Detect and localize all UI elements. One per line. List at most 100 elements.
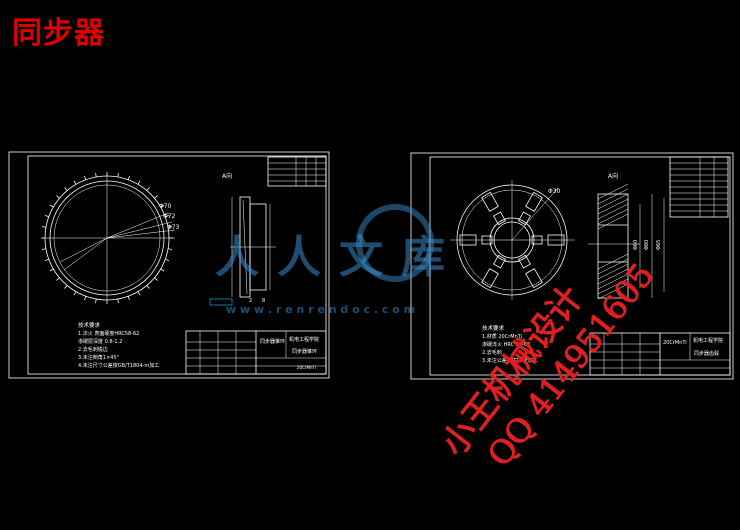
watermark-site: w w w . r e n r e n d o c . c o m: [226, 303, 415, 316]
red-overlay-stamp: 小王机械设计 QQ 414951605: [433, 256, 662, 474]
note-line: 4.未注尺寸公差按GB/T1804-m加工: [78, 362, 159, 369]
hub-slot: [525, 191, 543, 212]
hub-spline: [517, 254, 532, 269]
hub-spline: [492, 211, 507, 226]
gear-tooth: [41, 226, 47, 228]
title-block-material: 20CrMnTi: [663, 340, 687, 346]
gear-tooth: [167, 226, 173, 228]
note-line: 3.未注倒角1×45°: [78, 354, 120, 361]
site-watermark: 人人文库 w w w . r e n r e n d o c . c o m: [215, 204, 463, 316]
note-line: 渗碳淬火 HRC 58-62: [482, 341, 530, 348]
hatch-line: [597, 273, 629, 290]
gear-tooth: [117, 298, 119, 304]
gear-tooth: [44, 215, 49, 218]
hatch-line: [597, 283, 629, 300]
right-tech-notes: 技术要求 1.材质 20CrMnTi 渗碳淬火 HRC 58-62 2.去毛刺 …: [482, 324, 538, 364]
dim-label: Φ65: [656, 240, 662, 250]
note-line: 技术要求: [482, 324, 505, 332]
dim-label: Φ80: [644, 240, 650, 250]
right-hub-view: Φ30: [450, 180, 575, 300]
dim-label: Φ72: [163, 213, 176, 220]
watermark-brand: 人人文库: [215, 232, 463, 283]
gear-tooth: [95, 172, 97, 178]
gear-tooth: [137, 180, 141, 185]
view-label: A向: [608, 172, 618, 180]
page-title: 同步器: [12, 16, 105, 51]
note-line: 3.未注公差按IT14级加工: [482, 357, 538, 364]
hatch-line: [597, 203, 629, 220]
dim-label: Φ60: [633, 240, 639, 250]
note-line: 1.材质 20CrMnTi: [482, 333, 522, 340]
gear-tooth: [127, 296, 130, 301]
gear-tooth: [49, 268, 54, 272]
gear-tooth: [84, 296, 87, 301]
gear-tooth: [154, 277, 158, 281]
gear-tooth: [49, 204, 54, 208]
note-line: 2.去毛刺锐边: [78, 346, 108, 353]
right-section-view: A向 Φ80 Φ60 Φ65: [588, 172, 665, 300]
gear-tooth: [146, 187, 150, 191]
left-tech-notes: 技术要求 1.淬火 表面硬度HRC58-62 渗碳层深度 0.8-1.2 2.去…: [78, 321, 159, 369]
note-line: 1.淬火 表面硬度HRC58-62: [78, 330, 139, 337]
gear-tooth: [84, 175, 87, 180]
hatch-line: [597, 193, 629, 210]
gear-tooth: [73, 180, 77, 185]
dim-label: Φ30: [548, 188, 561, 195]
note-line: 2.去毛刺: [482, 349, 502, 356]
right-param-table: [669, 156, 729, 218]
left-section-view: A向 2 8: [209, 172, 276, 306]
gear-tooth: [44, 258, 49, 261]
left-drawing-sheet: Φ70 Φ72 Φ73 A向 2 8: [8, 151, 330, 379]
gear-tooth: [73, 291, 77, 296]
left-title-block: 机电工程学院 同步器锥环 同步器锥环 20CrMnTi: [185, 330, 327, 375]
hatch-line: [597, 263, 629, 280]
dim-label: Φ70: [159, 203, 172, 210]
gear-tooth: [146, 285, 150, 289]
gear-tooth: [56, 195, 60, 199]
hatch-line: [597, 213, 629, 230]
hub-spline: [517, 211, 532, 226]
gear-tooth: [117, 172, 119, 178]
title-block-part: 同步器齿毂: [694, 350, 719, 357]
hub-slot: [481, 268, 499, 289]
gear-tooth: [56, 277, 60, 281]
hub-spline: [492, 254, 507, 269]
hatch-line: [597, 198, 629, 215]
hatch-line: [597, 258, 629, 275]
title-block-material: 20CrMnTi: [297, 365, 316, 370]
hub-slot: [525, 268, 543, 289]
right-drawing-sheet: Φ30 A向 Φ80 Φ60 Φ65 技术要求 1.材质 20C: [410, 152, 734, 380]
title-block-school: 机电工程学院: [289, 336, 319, 343]
hub-slot: [481, 191, 499, 212]
left-gear-view: Φ70 Φ72 Φ73: [41, 172, 180, 304]
gear-tooth: [165, 215, 170, 218]
gear-tooth: [165, 258, 170, 261]
view-label: A向: [222, 172, 232, 180]
gear-tooth: [167, 248, 173, 250]
title-block-part: 同步器锥环: [260, 338, 285, 345]
gear-tooth: [41, 248, 47, 250]
dim-label: Φ73: [167, 224, 180, 231]
title-block-school: 机电工程学院: [693, 337, 723, 344]
gear-tooth: [95, 298, 97, 304]
hatch-line: [597, 278, 629, 295]
dim-label: 8: [262, 298, 265, 304]
gear-tooth: [160, 204, 165, 208]
gear-tooth: [127, 175, 130, 180]
hatch-line: [597, 253, 629, 270]
hatch-line: [597, 208, 629, 225]
hatch-line: [597, 268, 629, 285]
note-line: 渗碳层深度 0.8-1.2: [78, 338, 122, 345]
title-block-part: 同步器锥环: [292, 348, 317, 355]
gear-tooth: [64, 285, 68, 289]
gear-tooth: [154, 195, 158, 199]
gear-tooth: [137, 291, 141, 296]
note-line: 技术要求: [78, 321, 101, 329]
dim-label: 2: [249, 298, 252, 304]
gear-tooth: [160, 268, 165, 272]
gear-tooth: [64, 187, 68, 191]
left-param-table: [267, 156, 327, 187]
hatch-line: [597, 188, 629, 205]
right-title-block: 机电工程学院 20CrMnTi 同步器齿毂: [589, 332, 731, 376]
